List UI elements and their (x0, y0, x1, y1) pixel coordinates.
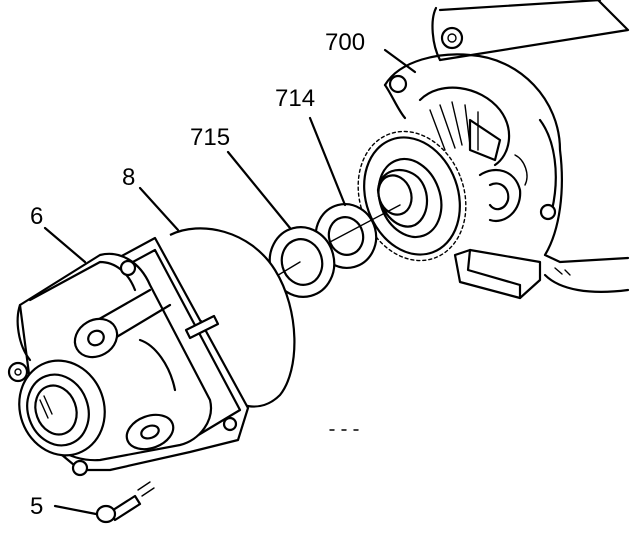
ring-gear (357, 130, 467, 262)
callout-6: 6 (30, 203, 43, 230)
leader-700 (383, 48, 417, 74)
gasket-8 (169, 227, 296, 408)
differential-housing (383, 0, 630, 300)
leader-6 (43, 226, 87, 264)
callout-714: 714 (275, 85, 315, 112)
cover-housing-6 (7, 236, 250, 477)
leader-8 (138, 186, 180, 232)
callout-700: 700 (325, 29, 365, 56)
leader-5 (53, 504, 98, 516)
leader-715 (226, 150, 292, 230)
callout-labels: 700 714 715 8 6 5 (30, 29, 365, 520)
leader-lines (43, 48, 417, 516)
leader-714 (308, 116, 347, 207)
callout-8: 8 (122, 164, 135, 191)
callout-715: 715 (190, 124, 230, 151)
callout-5: 5 (30, 493, 43, 520)
bolt-5 (95, 481, 155, 524)
